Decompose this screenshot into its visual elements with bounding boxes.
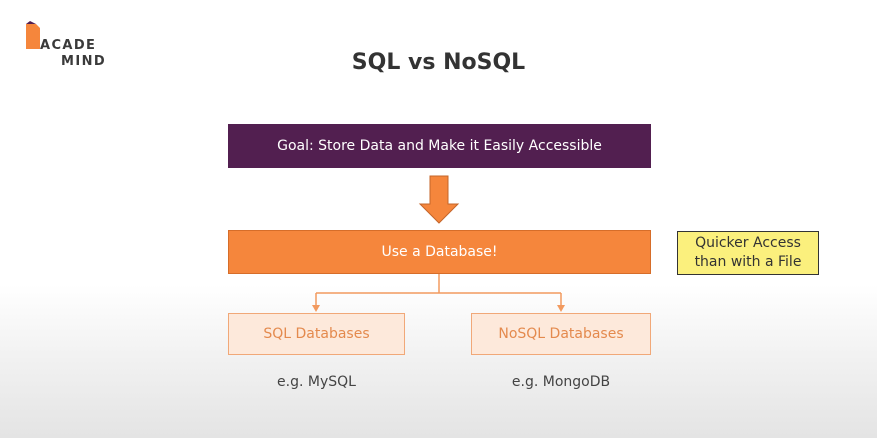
goal-text: Goal: Store Data and Make it Easily Acce… [277,138,602,154]
nosql-branch-arrowhead-icon [557,305,565,312]
logo-text-line1: ACADE [40,38,97,53]
goal-box: Goal: Store Data and Make it Easily Acce… [228,124,651,168]
slide-title: SQL vs NoSQL [351,50,526,75]
sql-branch-arrowhead-icon [312,305,320,312]
sql-databases-box: SQL Databases [228,313,405,355]
note-line1: Quicker Access [695,235,801,251]
note-box: Quicker Access than with a File [677,231,819,275]
nosql-databases-label: NoSQL Databases [498,326,624,342]
nosql-databases-box: NoSQL Databases [471,313,651,355]
branch-connector [315,274,562,307]
academind-logo: ACADE MIND [22,18,112,74]
sql-example: e.g. MySQL [277,374,356,390]
logo-mark-icon [26,21,40,49]
down-arrow-icon [418,175,460,224]
note-line2: than with a File [694,254,802,270]
database-text: Use a Database! [381,244,498,260]
database-box: Use a Database! [228,230,651,274]
sql-databases-label: SQL Databases [263,326,370,342]
nosql-example: e.g. MongoDB [511,374,611,390]
logo-text-line2: MIND [61,54,107,69]
